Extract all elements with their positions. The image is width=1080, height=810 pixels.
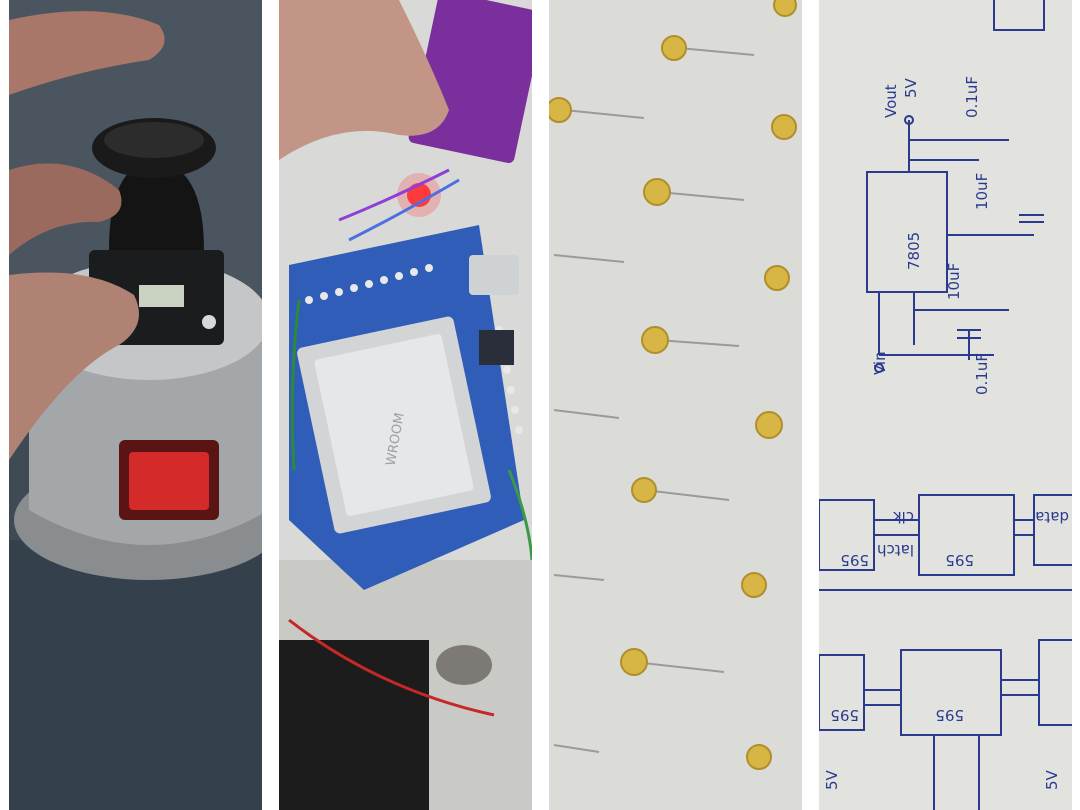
shift-register-label: 595 [830, 706, 859, 724]
schematic-photo: Vout 5V 0.1uF 10uF 7805 10uF Vin 0.1uF 5… [819, 0, 1072, 810]
supply-label: 5V [823, 769, 841, 790]
led-dot [643, 178, 671, 206]
esp32-scene: WROOM [279, 0, 532, 810]
led-dot [741, 572, 767, 598]
vin-label: Vin [871, 351, 889, 375]
usb-connector [469, 255, 519, 295]
led-dot [746, 744, 772, 770]
shift-register-label: 595 [840, 551, 869, 569]
capacitor-label: 0.1uF [973, 353, 991, 395]
data-pin-label: data [1035, 508, 1069, 526]
thumb [9, 272, 139, 460]
finger [9, 11, 165, 95]
capacitor-label: 10uF [945, 263, 963, 300]
supply-label: 5V [1043, 769, 1061, 790]
red-led-window [129, 452, 209, 510]
led-dot [771, 114, 797, 140]
led-dot [549, 97, 572, 123]
regulator-box [866, 171, 948, 293]
shift-register-box [900, 649, 1002, 736]
joystick-scene [9, 0, 262, 810]
led-matrix-scene [549, 0, 802, 810]
regulator-label: 7805 [905, 232, 923, 270]
led-dot [661, 35, 687, 61]
led-dot [631, 477, 657, 503]
led-matrix-photo [549, 0, 802, 810]
schematic-scene: Vout 5V 0.1uF 10uF 7805 10uF Vin 0.1uF 5… [819, 0, 1072, 810]
shift-register-label: 595 [945, 551, 974, 569]
esp32-photo: WROOM [279, 0, 532, 810]
led-dot [755, 411, 783, 439]
led-dot [773, 0, 797, 17]
vibration-motor [436, 645, 492, 685]
capacitor-label: 10uF [973, 173, 991, 210]
clock-pin-label: clk [893, 508, 914, 526]
led-dot [764, 265, 790, 291]
led-dot [620, 648, 648, 676]
finger [279, 0, 449, 160]
capacitor-label: 0.1uF [963, 76, 981, 118]
vout-label: Vout [882, 84, 900, 118]
latch-pin-label: latch [877, 541, 914, 559]
shift-register-label: 595 [935, 706, 964, 724]
vout-voltage-label: 5V [902, 77, 920, 98]
led-dot [641, 326, 669, 354]
joystick-photo [9, 0, 262, 810]
